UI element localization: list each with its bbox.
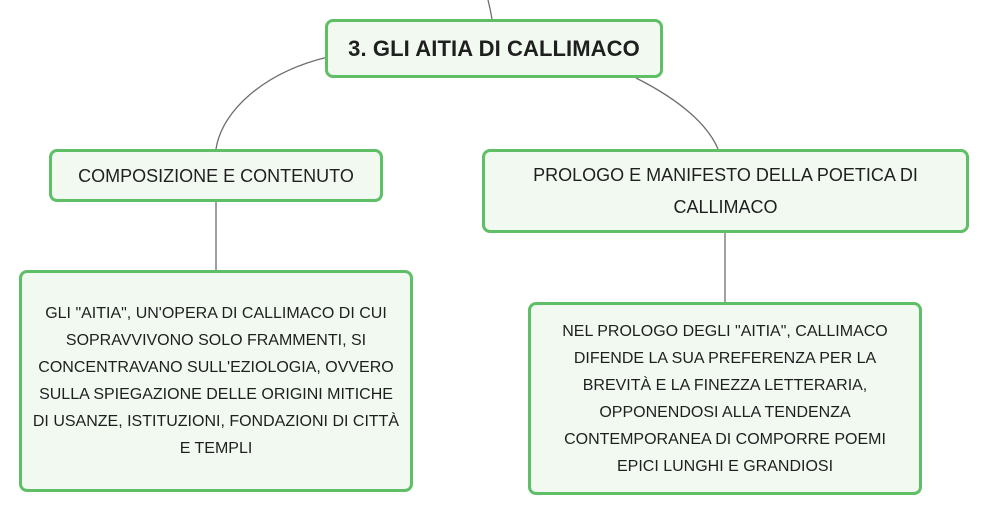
detail-composizione-contenuto[interactable]: GLI "AITIA", UN'OPERA DI CALLIMACO DI CU…	[19, 270, 413, 492]
topic-composizione-contenuto[interactable]: COMPOSIZIONE E CONTENUTO	[49, 149, 383, 202]
detail-composizione-text: GLI "AITIA", UN'OPERA DI CALLIMACO DI CU…	[32, 305, 400, 457]
detail-prologo-manifesto[interactable]: NEL PROLOGO DEGLI "AITIA", CALLIMACO DIF…	[528, 302, 922, 495]
topic-prologo-manifesto[interactable]: PROLOGO E MANIFESTO DELLA POETICA DI CAL…	[482, 149, 969, 233]
central-topic[interactable]: 3. GLI AITIA DI CALLIMACO	[325, 19, 663, 78]
connector-central-to-prologo	[635, 77, 719, 150]
connector-from-parent	[487, 0, 493, 20]
detail-prologo-text: NEL PROLOGO DEGLI "AITIA", CALLIMACO DIF…	[562, 322, 888, 475]
connector-central-to-composizione	[215, 56, 329, 150]
topic-composizione-label: COMPOSIZIONE E CONTENUTO	[78, 165, 354, 186]
topic-prologo-label: PROLOGO E MANIFESTO DELLA POETICA DI CAL…	[533, 165, 918, 217]
central-topic-label: 3. GLI AITIA DI CALLIMACO	[348, 35, 640, 61]
